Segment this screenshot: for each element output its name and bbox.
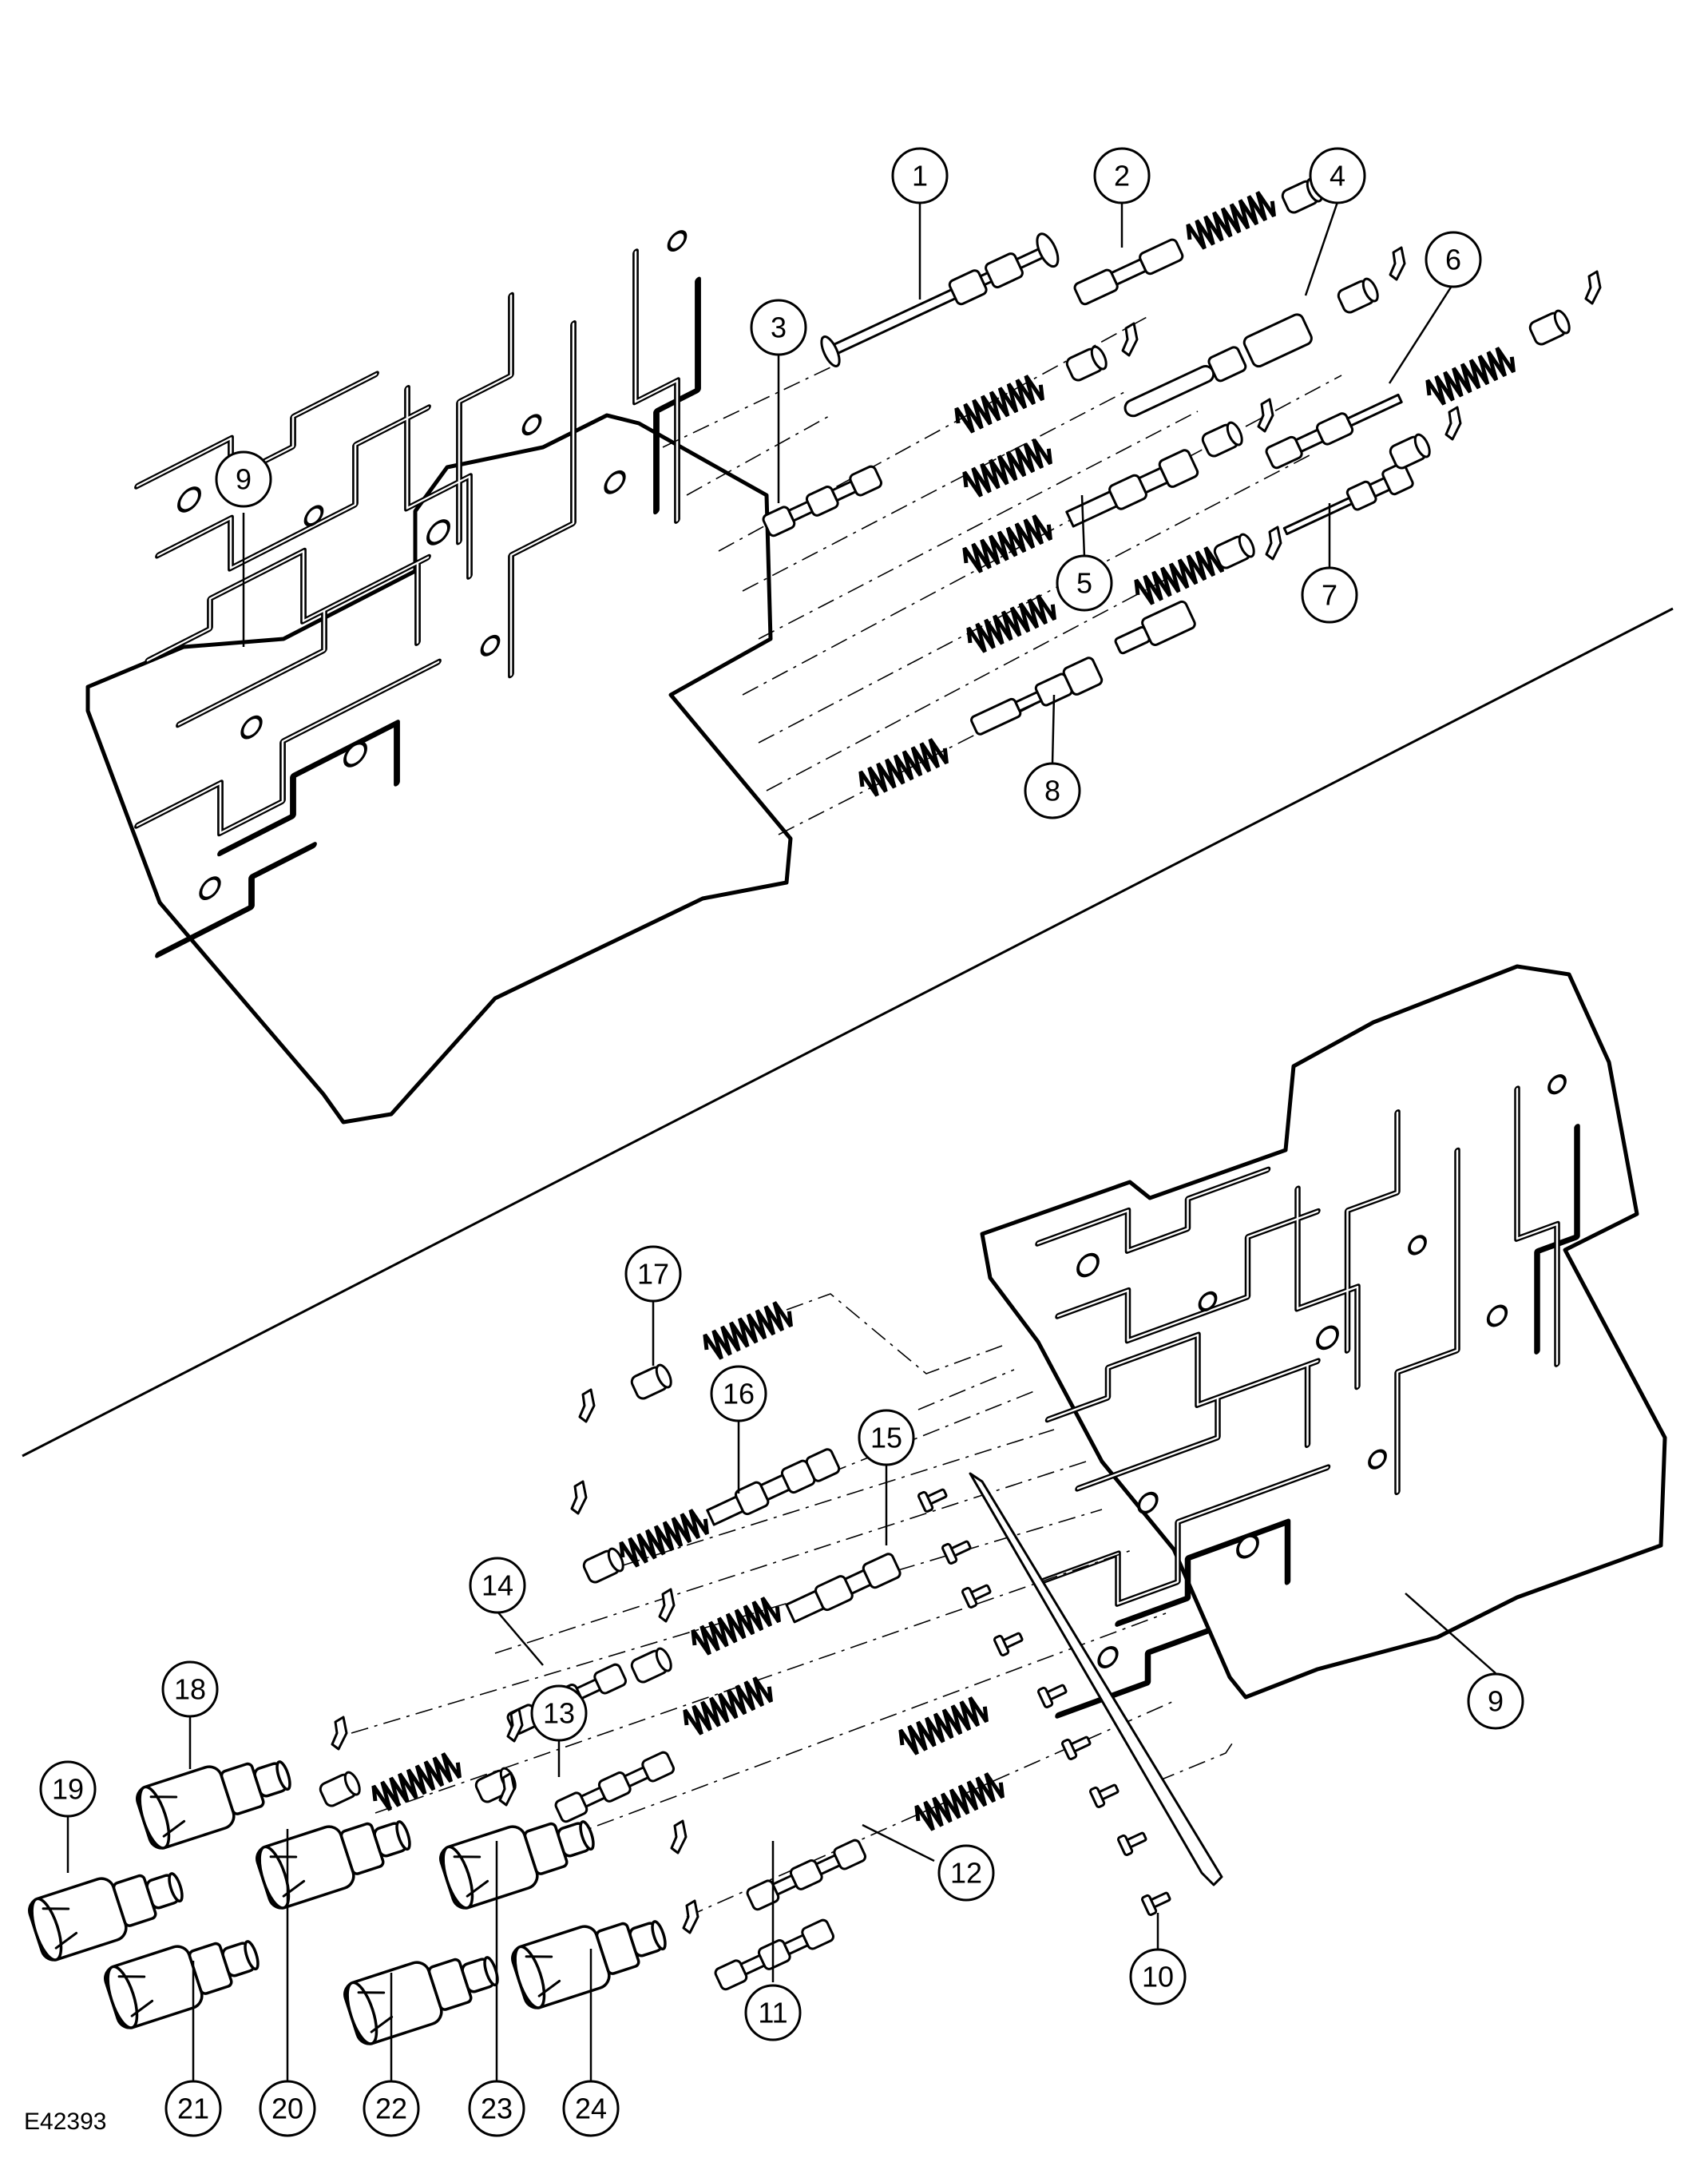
callout-circle bbox=[624, 1245, 682, 1303]
part-8-valve bbox=[970, 657, 1104, 736]
callout-circle bbox=[164, 2080, 222, 2137]
lower-valve-plate bbox=[980, 964, 1667, 1723]
callout-label: 5 bbox=[1076, 567, 1092, 600]
callout-label: 11 bbox=[758, 1997, 787, 2029]
callout-circle bbox=[744, 1984, 802, 2041]
callout-label: 13 bbox=[543, 1697, 575, 1730]
callout-2: 2 bbox=[1093, 147, 1151, 204]
upper-valve-plate bbox=[85, 200, 793, 1125]
callout-circle bbox=[259, 2080, 316, 2137]
callout-24: 24 bbox=[562, 2080, 620, 2137]
callout-10: 10 bbox=[1129, 1948, 1187, 2005]
callout-circle bbox=[161, 1660, 219, 1718]
callout-label: 2 bbox=[1114, 160, 1130, 192]
callout-circle bbox=[1024, 762, 1081, 819]
callout-circle bbox=[530, 1684, 588, 1742]
callout-circle bbox=[1309, 147, 1366, 204]
callout-14: 14 bbox=[469, 1557, 526, 1614]
callout-label: 1 bbox=[912, 160, 928, 192]
callout-circle bbox=[858, 1409, 915, 1466]
callout-label: 9 bbox=[236, 463, 252, 496]
callout-label: 22 bbox=[375, 2093, 407, 2125]
callout-3: 3 bbox=[750, 299, 807, 356]
part-6-valve bbox=[1265, 393, 1403, 470]
part-15-valve bbox=[785, 1553, 902, 1624]
callout-circle bbox=[750, 299, 807, 356]
callout-label: 16 bbox=[723, 1378, 755, 1410]
callout-label: 17 bbox=[637, 1258, 669, 1291]
callout-label: 4 bbox=[1330, 160, 1345, 192]
callout-8: 8 bbox=[1024, 762, 1081, 819]
callout-18: 18 bbox=[161, 1660, 219, 1718]
callout-label: 24 bbox=[575, 2093, 607, 2125]
callout-label: 18 bbox=[174, 1673, 206, 1706]
section-divider bbox=[22, 607, 1674, 1458]
part-16-valve bbox=[706, 1448, 841, 1526]
callout-label: 12 bbox=[950, 1857, 982, 1890]
callout-16: 16 bbox=[710, 1365, 767, 1422]
callout-label: 8 bbox=[1044, 775, 1060, 807]
callout-7: 7 bbox=[1301, 566, 1358, 624]
callout-17: 17 bbox=[624, 1245, 682, 1303]
callout-12: 12 bbox=[937, 1844, 995, 1902]
callout-label: 23 bbox=[481, 2093, 513, 2125]
callout-label: 20 bbox=[271, 2093, 303, 2125]
callout-circle bbox=[1425, 231, 1482, 288]
callout-leaders bbox=[66, 201, 1496, 2081]
callout-circle bbox=[215, 450, 272, 508]
part-1-shaft bbox=[820, 232, 1060, 367]
callout-9: 9 bbox=[215, 450, 272, 508]
callout-label: 19 bbox=[52, 1773, 84, 1806]
callout-circle bbox=[891, 147, 949, 204]
callout-circle bbox=[937, 1844, 995, 1902]
part-2-valve bbox=[1073, 238, 1184, 306]
callout-circle bbox=[710, 1365, 767, 1422]
part-10-strip bbox=[969, 1472, 1223, 1886]
figure-id: E42393 bbox=[24, 2108, 107, 2135]
callout-15: 15 bbox=[858, 1409, 915, 1466]
callout-6: 6 bbox=[1425, 231, 1482, 288]
callout-circle bbox=[468, 2080, 525, 2137]
callout-label: 10 bbox=[1142, 1961, 1174, 1993]
callout-9: 9 bbox=[1467, 1672, 1524, 1730]
callout-label: 7 bbox=[1322, 579, 1337, 612]
callout-circle bbox=[1467, 1672, 1524, 1730]
callout-label: 14 bbox=[481, 1569, 513, 1602]
callout-label: 15 bbox=[870, 1422, 902, 1454]
callout-22: 22 bbox=[363, 2080, 420, 2137]
part-8-sleeve bbox=[1114, 600, 1196, 655]
callout-circle bbox=[39, 1760, 97, 1818]
callout-circle bbox=[1301, 566, 1358, 624]
callout-circle bbox=[562, 2080, 620, 2137]
callout-circle bbox=[469, 1557, 526, 1614]
callout-label: 3 bbox=[771, 311, 787, 344]
callout-circle bbox=[363, 2080, 420, 2137]
part-5-valve bbox=[1065, 449, 1199, 528]
callout-1: 1 bbox=[891, 147, 949, 204]
callout-13: 13 bbox=[530, 1684, 588, 1742]
callout-label: 6 bbox=[1445, 244, 1461, 276]
callout-20: 20 bbox=[259, 2080, 316, 2137]
callout-circle bbox=[1093, 147, 1151, 204]
callout-19: 19 bbox=[39, 1760, 97, 1818]
callout-21: 21 bbox=[164, 2080, 222, 2137]
part-7-valve bbox=[1282, 462, 1414, 536]
callout-11: 11 bbox=[744, 1984, 802, 2041]
callout-label: 9 bbox=[1488, 1685, 1504, 1718]
callout-label: 21 bbox=[177, 2093, 209, 2125]
part-4-valve bbox=[1123, 313, 1313, 418]
callout-circle bbox=[1056, 554, 1113, 612]
callout-5: 5 bbox=[1056, 554, 1113, 612]
callout-circle bbox=[1129, 1948, 1187, 2005]
callout-4: 4 bbox=[1309, 147, 1366, 204]
callout-23: 23 bbox=[468, 2080, 525, 2137]
